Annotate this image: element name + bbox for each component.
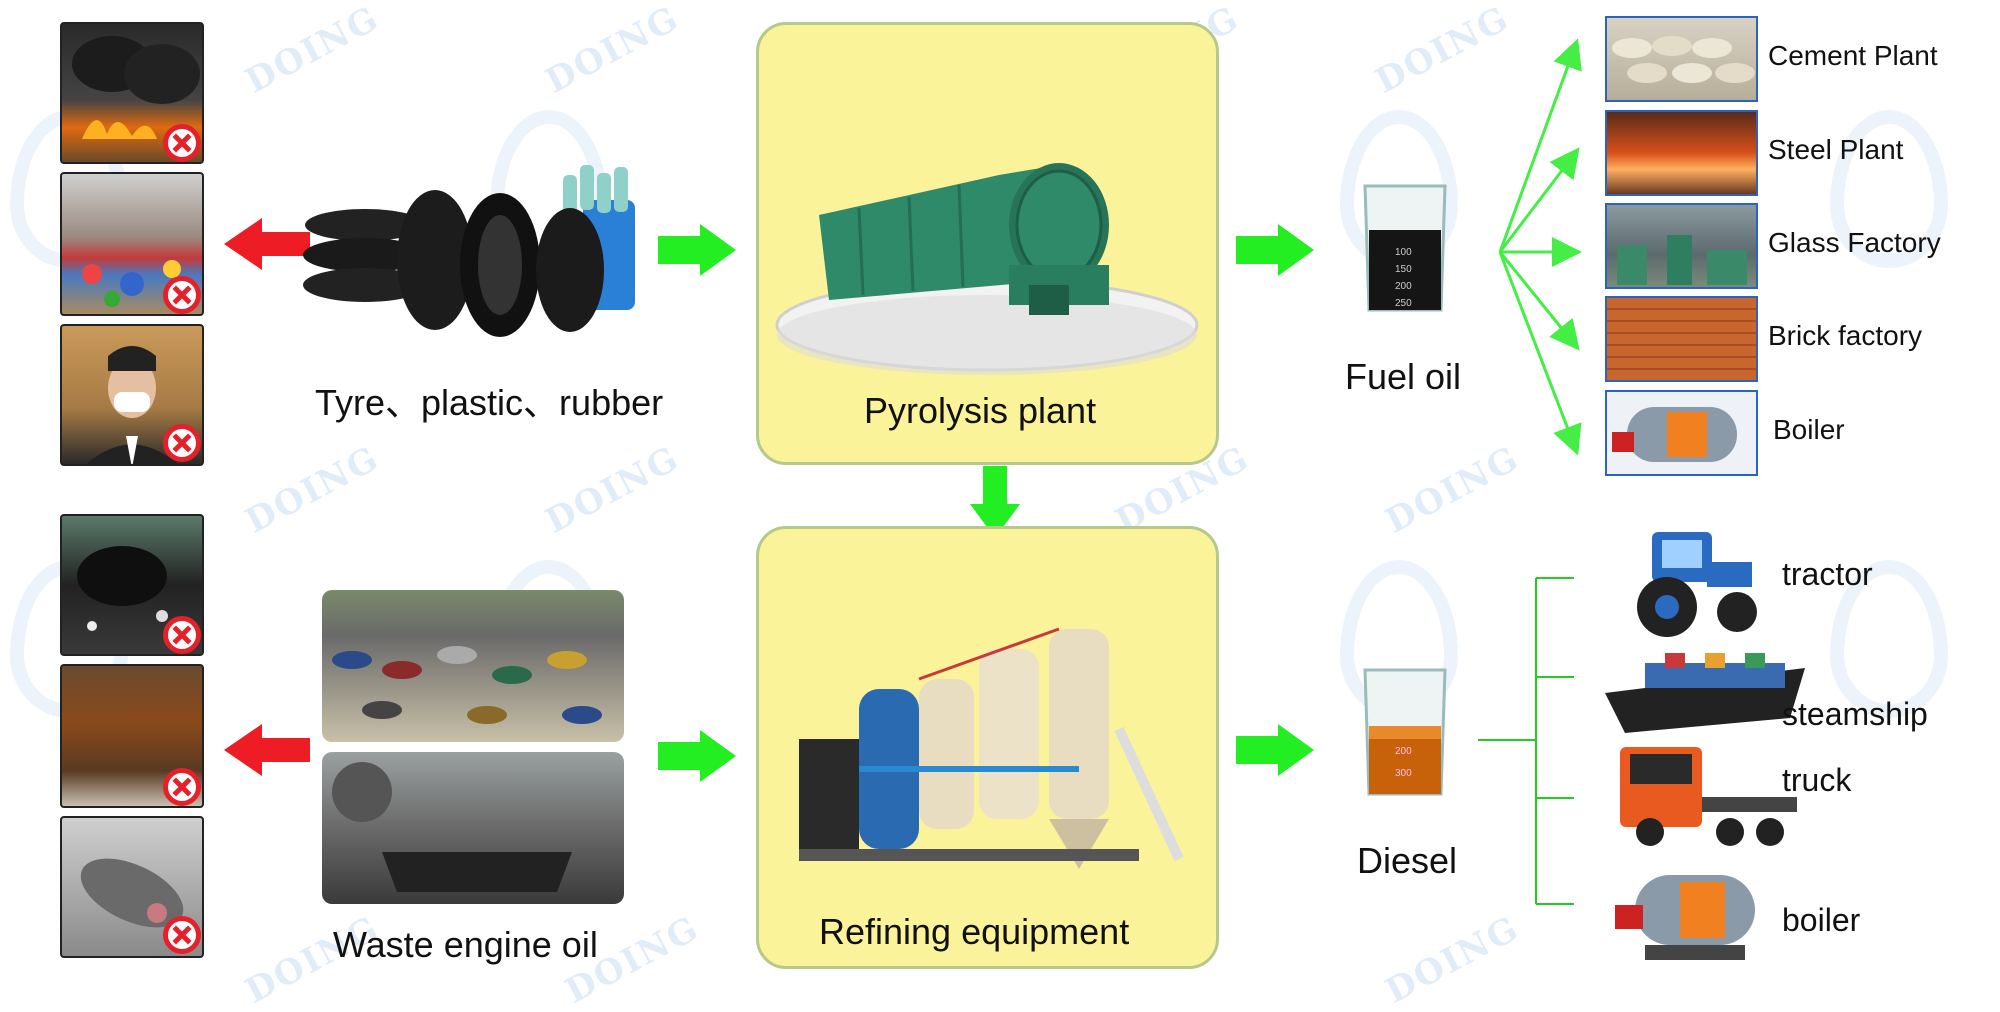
- diesel-beaker-icon: 200 300: [1363, 668, 1447, 796]
- watermark-text: DOING: [539, 438, 687, 542]
- drain-pan-icon: [332, 762, 572, 892]
- forbidden-icon: [163, 768, 201, 806]
- refining-equipment-panel: Refining equipment: [756, 526, 1219, 969]
- fuel-oil-distribution-arrows: [1498, 38, 1582, 456]
- masked-man-photo: [60, 324, 204, 466]
- boiler-photo: [1605, 390, 1758, 476]
- fuel-oil-beaker-icon: 100 150 200 250: [1363, 184, 1447, 312]
- pollution-arrow-top: [224, 218, 310, 270]
- pollution-arrow-bottom: [224, 724, 310, 776]
- flow-arrow-to-refining: [970, 466, 1020, 538]
- source-label-tyre-plastic-rubber: Tyre、plastic、rubber: [315, 382, 664, 423]
- beaker-tick: 100: [1395, 247, 1412, 258]
- beaker-tick: 150: [1395, 264, 1412, 275]
- pyrolysis-reactor-illustration: [775, 163, 1199, 375]
- beaker-tick: 250: [1395, 298, 1412, 309]
- boiler-icon-diesel: [1615, 875, 1755, 960]
- polluted-water-photo: [60, 514, 204, 656]
- use-label-steamship: steamship: [1782, 696, 1928, 732]
- dead-fish-photo: [60, 816, 204, 958]
- cement-bags-icon: [1612, 36, 1755, 83]
- watermark-text: DOING: [539, 0, 687, 102]
- engine-oil-drain-photo: [322, 752, 624, 904]
- trash-pile-icon: [82, 260, 181, 307]
- beaker-tick: 200: [1395, 746, 1412, 757]
- use-label-brick-factory: Brick factory: [1768, 320, 1923, 351]
- use-label-tractor: tractor: [1782, 556, 1873, 592]
- pyrolysis-plant-panel: Pyrolysis plant: [756, 22, 1219, 465]
- truck-icon: [1620, 747, 1797, 846]
- forbidden-icon: [163, 124, 201, 162]
- diesel-distribution-bracket: [1478, 577, 1574, 905]
- use-label-boiler: Boiler: [1773, 414, 1845, 445]
- diesel-label: Diesel: [1357, 840, 1458, 881]
- use-label-glass-factory: Glass Factory: [1768, 227, 1941, 258]
- fish-icon: [80, 858, 184, 928]
- fuel-oil-label: Fuel oil: [1345, 356, 1462, 397]
- watermark-text: DOING: [239, 438, 387, 542]
- refining-equipment-illustration: [799, 627, 1184, 869]
- flow-arrow-to-diesel: [1236, 724, 1314, 776]
- watermark-text: DOING: [239, 0, 387, 102]
- use-label-steel-plant: Steel Plant: [1768, 134, 1904, 165]
- source-label-waste-engine-oil: Waste engine oil: [333, 924, 598, 965]
- refining-equipment-label: Refining equipment: [819, 911, 1130, 952]
- fire-icon: [72, 36, 200, 139]
- tractor-icon: [1637, 532, 1757, 637]
- tyres-plastic-illustration: [303, 165, 635, 337]
- use-label-boiler-diesel: boiler: [1782, 902, 1861, 938]
- brick-factory-photo: [1605, 296, 1758, 382]
- watermark-text: DOING: [1379, 908, 1527, 1012]
- steel-plant-photo: [1605, 110, 1758, 196]
- flow-arrow-to-fuel-oil: [1236, 224, 1314, 276]
- oil-barrels-icon: [332, 646, 602, 724]
- oil-slick-icon: [77, 546, 168, 631]
- flow-arrow-to-pyrolysis: [658, 224, 736, 276]
- oil-drums-photo: [322, 590, 624, 742]
- forbidden-icon: [163, 916, 201, 954]
- forbidden-icon: [163, 276, 201, 314]
- beaker-tick: 300: [1395, 768, 1412, 779]
- forbidden-icon: [163, 424, 201, 462]
- glass-factory-photo: [1605, 203, 1758, 289]
- pyrolysis-plant-label: Pyrolysis plant: [864, 390, 1097, 431]
- factory-machinery-icon: [1617, 235, 1747, 285]
- forbidden-icon: [163, 616, 201, 654]
- use-label-cement-plant: Cement Plant: [1768, 40, 1938, 71]
- flow-arrow-to-refining-equipment: [658, 730, 736, 782]
- steamship-icon: [1605, 653, 1805, 733]
- boiler-icon: [1612, 407, 1737, 462]
- beaker-tick: 200: [1395, 281, 1412, 292]
- person-mask-icon: [86, 346, 178, 464]
- use-label-truck: truck: [1782, 762, 1852, 798]
- cement-plant-photo: [1605, 16, 1758, 102]
